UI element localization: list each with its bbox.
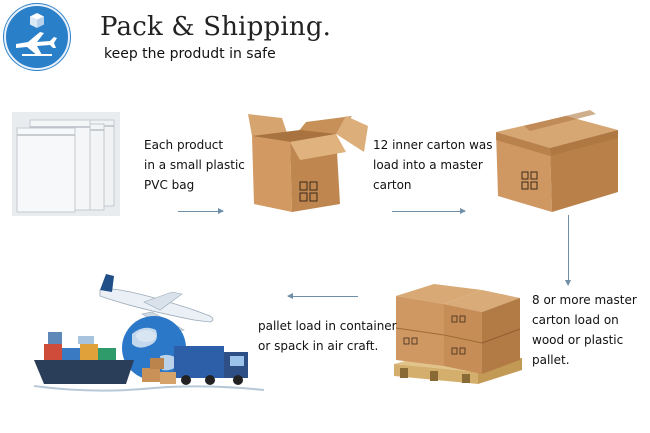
step-5-line: or spack in air craft. (258, 336, 397, 356)
step-1-text: Each product in a small plastic PVC bag (144, 135, 245, 195)
pallet-cartons-image (390, 276, 525, 388)
step-5-text: pallet load in container or spack in air… (258, 316, 397, 356)
closed-carton-image (492, 108, 622, 214)
truck-icon (174, 346, 248, 385)
step-2-line: 12 inner carton was (373, 135, 493, 155)
step-2-line: carton (373, 175, 493, 195)
arrow-right-2 (392, 211, 465, 212)
step-5-line: pallet load in container (258, 316, 397, 336)
arrow-down (568, 215, 569, 285)
page-title: Pack & Shipping. (100, 12, 331, 42)
step-1-line: Each product (144, 135, 245, 155)
plastic-bags-image (12, 112, 120, 216)
step-2-line: load into a master (373, 155, 493, 175)
step-1-line: in a small plastic (144, 155, 245, 175)
step-4-line: pallet. (532, 350, 637, 370)
step-4-line: 8 or more master (532, 290, 637, 310)
logo-icon (4, 4, 70, 70)
arrow-left (288, 296, 358, 297)
transport-image (34, 272, 266, 402)
arrow-right-1 (178, 211, 223, 212)
open-carton-image (242, 112, 368, 218)
step-4-line: wood or plastic (532, 330, 637, 350)
step-4-line: carton load on (532, 310, 637, 330)
ship-icon (34, 332, 134, 384)
step-4-text: 8 or more master carton load on wood or … (532, 290, 637, 370)
step-1-line: PVC bag (144, 175, 245, 195)
step-2-text: 12 inner carton was load into a master c… (373, 135, 493, 195)
page-subtitle: keep the produdt in safe (104, 46, 276, 62)
